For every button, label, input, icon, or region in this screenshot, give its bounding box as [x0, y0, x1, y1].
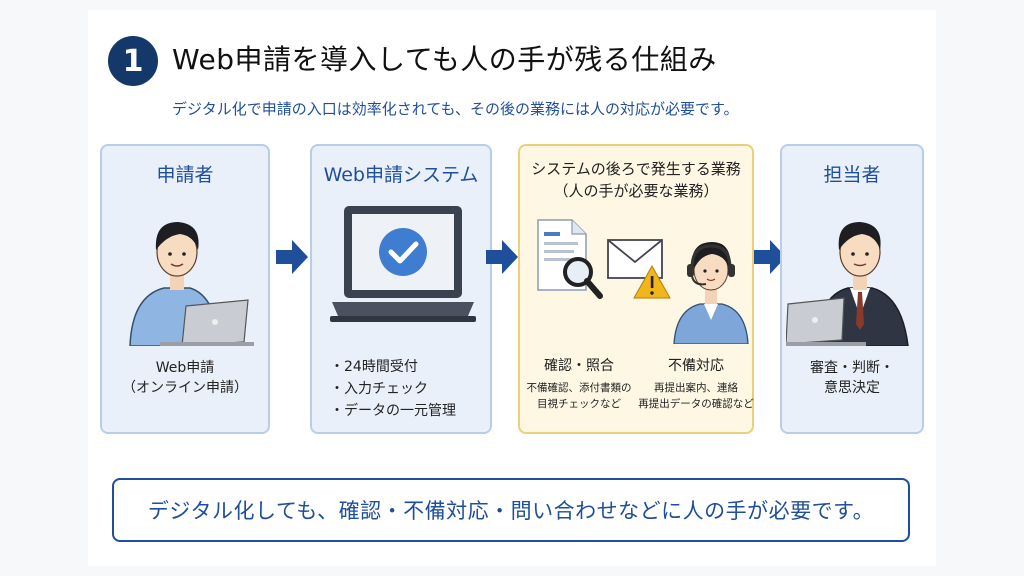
backoffice-title-line1: システムの後ろで発生する業務	[531, 160, 741, 178]
deficiency-task-title: 不備対応	[668, 358, 724, 374]
summary-message: デジタル化しても、確認・不備対応・問い合わせなどに人の手が必要です。	[147, 499, 875, 523]
system-feature-item: ・24時間受付	[330, 359, 418, 375]
arrow-right-icon	[754, 240, 786, 274]
staff-person-icon	[786, 222, 909, 346]
page-subtitle: デジタル化で申請の入口は効率化されても、その後の業務には人の対応が必要です。	[172, 100, 739, 118]
staff-line1: 審査・判断・	[810, 360, 894, 376]
system-feature-item: ・データの一元管理	[330, 403, 456, 419]
staff-line2: 意思決定	[824, 380, 880, 396]
page-title: Web申請を導入しても人の手が残る仕組み	[172, 43, 717, 76]
system-feature-item: ・入力チェック	[330, 381, 428, 397]
summary-callout: デジタル化しても、確認・不備対応・問い合わせなどに人の手が必要です。	[112, 478, 910, 542]
envelope-warning-icon	[607, 239, 671, 299]
arrow-right-icon	[276, 240, 308, 274]
arrow-right-icon	[486, 240, 518, 274]
check-task-detail-1: 不備確認、添付書類の	[526, 382, 632, 394]
system-card: Web申請システム ・24時間受付 ・入力チェック ・データの一元管理	[310, 144, 492, 434]
laptop-check-icon	[330, 206, 476, 322]
applicant-title: 申請者	[156, 164, 214, 186]
step-number-badge: 1	[108, 36, 158, 86]
system-title: Web申請システム	[323, 164, 479, 186]
operator-person-icon	[673, 242, 749, 344]
applicant-line2: （オンライン申請）	[122, 380, 248, 396]
check-task-detail-2: 目視チェックなど	[537, 398, 621, 410]
deficiency-task-detail-1: 再提出案内、連絡	[654, 382, 738, 394]
backoffice-title-line2: （人の手が必要な業務）	[553, 182, 719, 200]
applicant-person-icon	[129, 222, 254, 346]
staff-card: 担当者 審査・判断・ 意思決定	[780, 144, 924, 434]
staff-title: 担当者	[823, 164, 881, 186]
deficiency-task-detail-2: 再提出データの確認など	[638, 398, 754, 410]
backoffice-card: システムの後ろで発生する業務 （人の手が必要な業務） 確認・照合 不備確認、	[518, 144, 754, 434]
applicant-line1: Web申請	[155, 360, 215, 376]
check-task-title: 確認・照合	[544, 358, 614, 374]
applicant-card: 申請者 Web申請 （オンライン申請）	[100, 144, 270, 434]
document-magnifier-icon	[537, 219, 603, 299]
